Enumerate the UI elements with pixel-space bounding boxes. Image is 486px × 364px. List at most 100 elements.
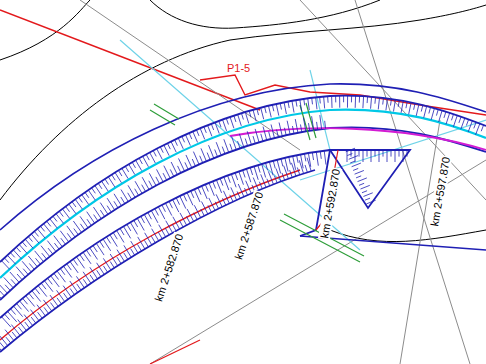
- hachure-tick: [374, 97, 376, 104]
- hachure-tick: [387, 150, 388, 162]
- hachure-tick: [245, 139, 247, 146]
- hachure-tick: [172, 224, 176, 231]
- hachure-tick: [398, 100, 399, 107]
- hachure-tick: [187, 216, 191, 223]
- hachure-tick: [152, 229, 159, 241]
- hachure-tick: [237, 191, 240, 198]
- hachure-tick: [80, 216, 88, 227]
- hachure-tick: [107, 198, 115, 210]
- hachure-tick: [371, 150, 372, 162]
- hachure-tick: [83, 252, 91, 264]
- hachure-tick: [38, 312, 43, 318]
- grid-line: [80, 0, 486, 364]
- hachure-tick: [223, 120, 227, 131]
- hachure-tick: [246, 181, 252, 194]
- hachure-tick: [258, 165, 260, 172]
- hachure-tick: [282, 173, 285, 180]
- hachure-tick: [16, 267, 25, 278]
- hachure-tick: [230, 144, 233, 151]
- hachure-tick: [311, 98, 313, 105]
- hachure-tick: [309, 123, 310, 131]
- hachure-tick: [272, 105, 273, 111]
- hachure-tick: [179, 158, 185, 171]
- hachure-tick: [70, 262, 78, 273]
- hachure-tick: [317, 122, 318, 130]
- hachure-tick: [114, 194, 121, 206]
- hachure-tick: [211, 124, 213, 130]
- hachure-tick: [36, 258, 41, 264]
- hachure-tick: [131, 249, 135, 256]
- hachure-tick: [224, 177, 229, 190]
- hachure-tick: [274, 176, 277, 183]
- hachure-tick: [353, 168, 358, 170]
- slope-edge: [0, 170, 315, 352]
- hachure-tick: [276, 104, 279, 116]
- hachure-tick: [273, 161, 275, 168]
- hachure-tick: [124, 253, 128, 260]
- hachure-tick: [305, 165, 307, 172]
- hachure-tick: [70, 288, 74, 294]
- hachure-tick: [359, 183, 364, 185]
- hachure-tick: [215, 122, 219, 133]
- hachure-tick: [245, 112, 248, 123]
- hachure-tick: [74, 229, 79, 235]
- hachure-tick: [146, 154, 149, 160]
- hachure-tick: [383, 150, 384, 157]
- hachure-tick: [261, 134, 263, 141]
- hachure-tick: [365, 198, 370, 200]
- hachure-tick: [22, 261, 31, 272]
- hachure-tick: [98, 183, 102, 188]
- hachure-tick: [153, 151, 156, 157]
- hachure-tick: [171, 162, 177, 175]
- hachure-tick: [176, 198, 179, 205]
- hachure-tick: [185, 162, 188, 169]
- hachure-tick: [138, 237, 145, 249]
- hachure-tick: [29, 293, 34, 299]
- hachure-tick: [134, 220, 138, 227]
- hachure-tick: [41, 283, 46, 289]
- hachure-tick: [246, 169, 250, 182]
- hachure-tick: [59, 211, 63, 216]
- hachure-tick: [461, 118, 465, 129]
- hachure-tick: [44, 307, 49, 313]
- hachure-tick: [193, 131, 198, 142]
- hachure-tick: [200, 156, 203, 163]
- hachure-tick: [93, 246, 97, 252]
- slope-edge: [0, 127, 486, 300]
- hachure-tick: [367, 96, 368, 103]
- hachure-tick: [453, 115, 457, 126]
- hachure-tick: [63, 286, 71, 297]
- hachure-tick: [265, 107, 267, 113]
- hachure-tick: [151, 236, 155, 243]
- hachure-tick: [5, 285, 10, 291]
- hachure-tick: [279, 123, 282, 137]
- hachure-tick: [367, 150, 368, 157]
- hachure-tick: [249, 111, 251, 117]
- hachure-tick: [11, 325, 20, 336]
- hachure-tick: [26, 296, 35, 307]
- hachure-tick: [250, 168, 252, 175]
- hachure-tick: [38, 286, 47, 297]
- hachure-tick: [118, 170, 121, 176]
- hachure-tick: [231, 187, 237, 200]
- hachure-tick: [303, 99, 305, 106]
- hachure-tick: [254, 166, 258, 179]
- hachure-tick: [466, 119, 468, 125]
- hachure-tick: [7, 311, 16, 322]
- hachure-tick: [16, 247, 20, 252]
- hachure-tick: [165, 228, 169, 235]
- hachure-tick: [0, 342, 5, 348]
- hachure-tick: [110, 261, 114, 267]
- hachure-tick: [300, 124, 301, 132]
- culvert: [150, 104, 179, 125]
- hachure-tick: [124, 245, 131, 257]
- hachure-tick: [284, 128, 286, 136]
- hachure-tick: [143, 156, 149, 166]
- hachure-tick: [406, 102, 407, 108]
- hachure-tick: [382, 98, 384, 105]
- hachure-tick: [238, 141, 240, 148]
- hachure-tick: [257, 109, 259, 115]
- hachure-tick: [209, 198, 215, 211]
- hachure-tick: [468, 121, 472, 132]
- hachure-tick: [28, 256, 37, 267]
